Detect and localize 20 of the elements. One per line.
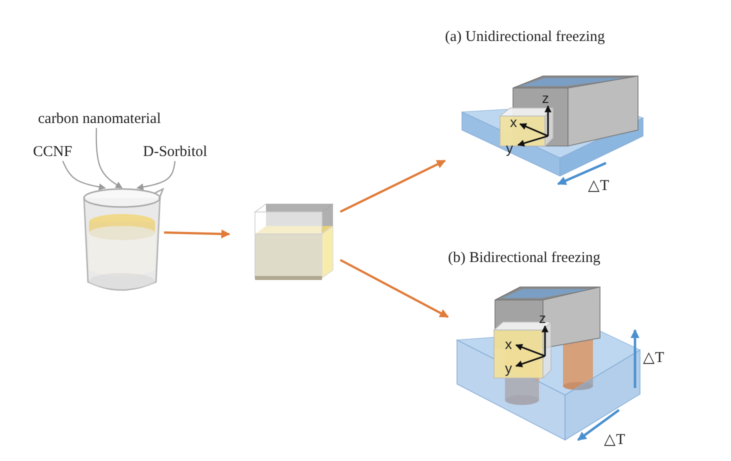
- leader-arrow: [136, 160, 176, 190]
- ingredient-label: CCNF: [33, 143, 72, 161]
- axis-label: z: [539, 310, 546, 326]
- leader-arrow: [62, 160, 106, 190]
- axis-label: x: [510, 114, 517, 130]
- gradient-label: △T: [604, 432, 626, 448]
- arrow: [164, 229, 230, 238]
- gradient-label: △T: [643, 350, 664, 366]
- axis-label: y: [505, 360, 512, 376]
- axis-label: x: [505, 336, 512, 352]
- gradient-label: △T: [588, 178, 610, 194]
- axis-label: y: [506, 140, 513, 156]
- ingredient-label: carbon nanomaterial: [38, 110, 161, 128]
- ingredient-label: D-Sorbitol: [143, 143, 208, 161]
- arrow: [340, 160, 446, 213]
- arrow: [340, 258, 449, 318]
- axis-label: z: [542, 90, 549, 106]
- leader-arrow: [96, 128, 123, 189]
- panel-heading: (a) Unidirectional freezing: [445, 28, 605, 46]
- panel-heading: (b) Bidirectional freezing: [448, 249, 600, 267]
